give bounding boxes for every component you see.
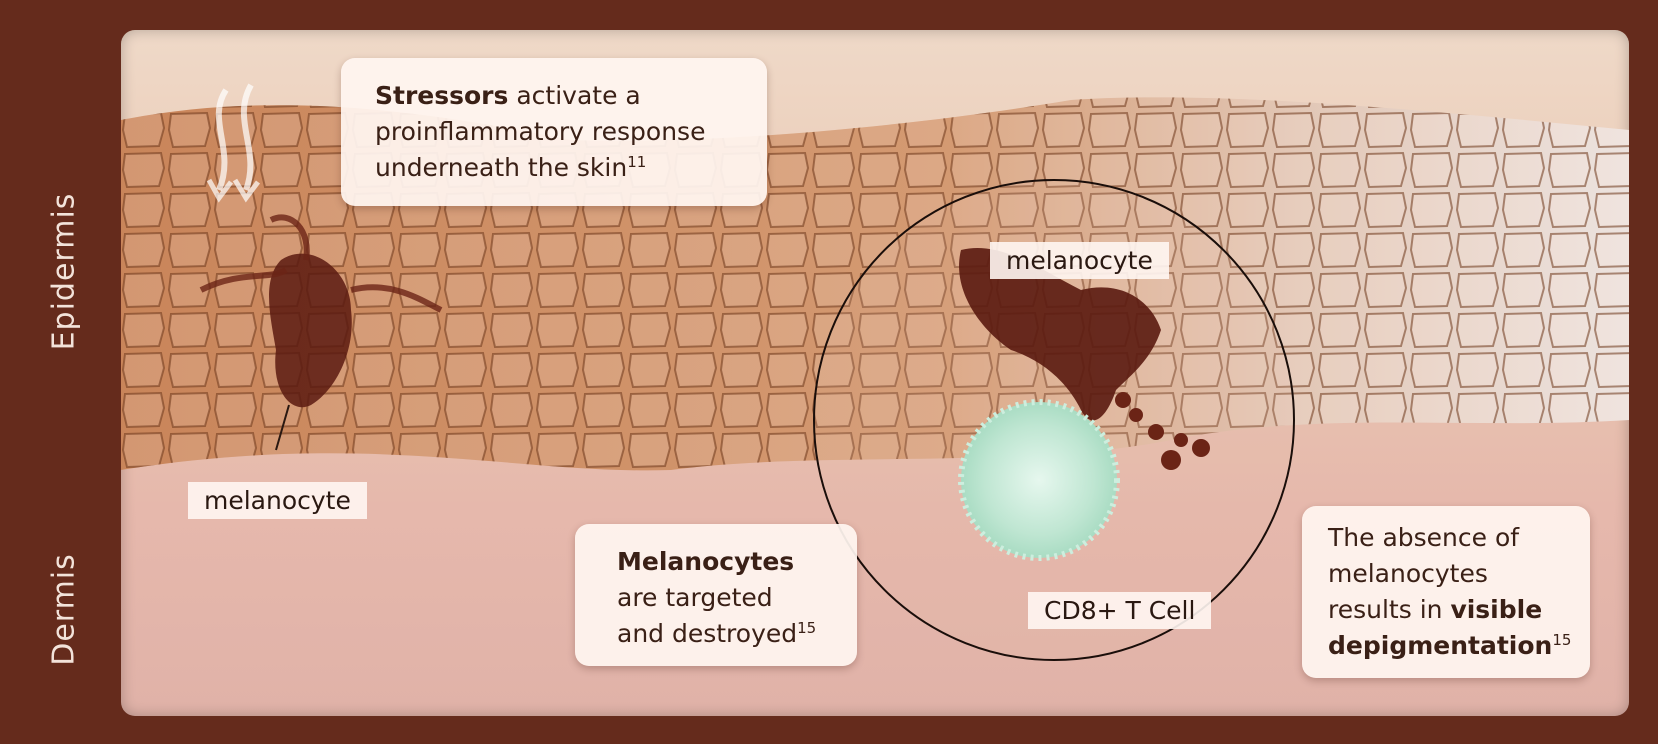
melanocytes-ref: 15 — [797, 619, 817, 637]
stressors-text3: underneath the skin — [375, 153, 628, 182]
melanocytes-callout: Melanocytes are targeted and destroyed15 — [575, 524, 857, 666]
stressors-callout: Stressors activate a proinflammatory res… — [341, 58, 767, 206]
melanocytes-text2: and destroyed — [617, 619, 798, 648]
stressors-text1: activate a — [508, 81, 641, 110]
absence-text2: melanocytes — [1328, 559, 1488, 588]
absence-callout: The absence of melanocytes results in vi… — [1302, 506, 1590, 678]
absence-bold2: depigmentation — [1328, 631, 1553, 660]
absence-bold1: visible — [1450, 595, 1543, 624]
absence-text3: results in — [1328, 595, 1451, 624]
absence-ref: 15 — [1552, 631, 1572, 649]
stressors-text2: proinflammatory response — [375, 117, 706, 146]
zoom-melanocyte-tag: melanocyte — [990, 242, 1169, 279]
stressors-ref: 11 — [627, 153, 647, 171]
melanocytes-text1: are targeted — [617, 583, 773, 612]
stressors-bold: Stressors — [375, 81, 509, 110]
left-melanocyte-tag: melanocyte — [188, 482, 367, 519]
absence-text1: The absence of — [1328, 523, 1520, 552]
dermis-label: Dermis — [46, 553, 82, 666]
melanocytes-bold: Melanocytes — [617, 547, 795, 576]
t-cell-tag: CD8+ T Cell — [1028, 592, 1212, 629]
epidermis-label: Epidermis — [46, 192, 82, 351]
